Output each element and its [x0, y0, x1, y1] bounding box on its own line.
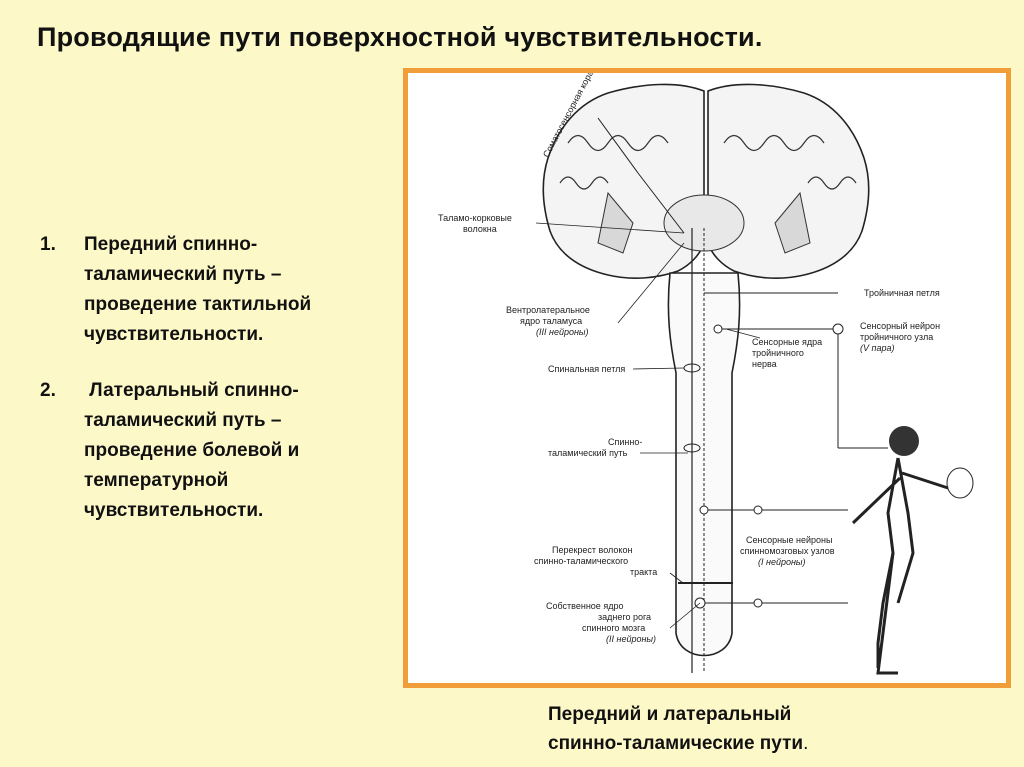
list-line: чувствительности.: [84, 500, 264, 521]
label-stt-2: таламический путь: [548, 448, 628, 458]
neuron: [683, 443, 701, 453]
label-sens-neur-3: (I нейроны): [758, 557, 806, 567]
label-sens-trig-1: Сенсорный нейрон: [860, 321, 940, 331]
label-spinal-loop: Спинальная петля: [548, 364, 625, 374]
label-stt-1: Спинно-: [608, 437, 642, 447]
list-line: Латеральный спинно-: [84, 380, 299, 401]
label-nuclei-3: нерва: [752, 359, 777, 369]
list-number: 1.: [40, 234, 56, 255]
pathway-figure: Соматосенсорная кора Таламо-корковые вол…: [403, 68, 1011, 688]
leader-line: [535, 222, 685, 234]
label-vl-1: Вентролатеральное: [506, 305, 590, 315]
leader-line: [725, 328, 761, 339]
caption-line-2: спинно-таламические пути.: [548, 729, 808, 758]
list-line: чувствительности.: [84, 324, 264, 345]
figure-caption: Передний и латеральный спинно-таламическ…: [548, 700, 808, 758]
caption-dot: .: [803, 733, 809, 754]
gyri-right: [723, 134, 825, 152]
label-cross-3: тракта: [630, 567, 657, 577]
label-vl-3: (III нейроны): [536, 327, 589, 337]
label-own-1: Собственное ядро: [546, 601, 623, 611]
leader-line: [669, 602, 701, 629]
figure-head: [889, 426, 919, 456]
label-own-3: спинного мозга: [582, 623, 645, 633]
label-sens-trig-2: тройничного узла: [860, 332, 933, 342]
gyri-left-2: [559, 176, 609, 190]
neuron: [832, 323, 844, 335]
neuron: [713, 324, 723, 334]
pathway-line: [637, 172, 685, 234]
list-line: температурной: [84, 470, 229, 491]
list-number: 2.: [40, 380, 56, 401]
leader-line: [669, 572, 684, 584]
figure-legs: [876, 552, 898, 675]
gyri-left: [567, 134, 669, 152]
list-text: Передний спинно- таламический путь – про…: [84, 230, 400, 350]
neuron: [753, 505, 763, 515]
basal-ganglia-right: [774, 191, 811, 254]
list-line: проведение болевой и: [84, 440, 300, 461]
label-thalamo-1: Таламо-корковые: [438, 213, 512, 223]
label-sens-neur-1: Сенсорные нейроны: [746, 535, 832, 545]
pathway-diagram: Соматосенсорная кора Таламо-корковые вол…: [438, 73, 974, 675]
label-cross-2: спинно-таламического: [534, 556, 628, 566]
basal-ganglia-left: [597, 191, 634, 254]
label-own-2: заднего рога: [598, 612, 651, 622]
list-line: таламический путь –: [84, 264, 282, 285]
list-line: проведение тактильной: [84, 294, 312, 315]
label-sens-trig-3: (V пара): [860, 343, 894, 353]
leader-line: [617, 242, 685, 324]
leader-line: [632, 367, 685, 370]
neuron: [699, 505, 709, 515]
list-item: 2. Латеральный спинно- таламический путь…: [40, 376, 400, 526]
pathway-list: 1. Передний спинно- таламический путь – …: [40, 230, 400, 552]
label-nuclei-1: Сенсорные ядра: [752, 337, 822, 347]
label-trigeminal-loop: Тройничная петля: [864, 288, 940, 298]
list-line: таламический путь –: [84, 410, 282, 431]
label-vl-2: ядро таламуса: [520, 316, 582, 326]
figure-body: [851, 457, 949, 668]
page-title: Проводящие пути поверхностной чувствител…: [37, 22, 763, 52]
pathway-line: [597, 117, 639, 174]
figure-ball: [946, 467, 974, 499]
gyri-right-2: [807, 176, 857, 190]
label-own-4: (II нейроны): [606, 634, 656, 644]
brain-left-hemisphere: [542, 83, 705, 279]
list-text: Латеральный спинно- таламический путь – …: [84, 376, 400, 526]
caption-line-1: Передний и латеральный: [548, 704, 792, 725]
label-cross-1: Перекрест волокон: [552, 545, 632, 555]
label-sens-neur-2: спинномозговых узлов: [740, 546, 835, 556]
label-thalamo-2: волокна: [463, 224, 497, 234]
caption-line-2-text: спинно-таламические пути: [548, 733, 804, 754]
neuron: [753, 598, 763, 608]
list-item: 1. Передний спинно- таламический путь – …: [40, 230, 400, 350]
list-line: Передний спинно-: [84, 234, 258, 255]
brain-right-hemisphere: [707, 83, 870, 279]
label-nuclei-2: тройничного: [752, 348, 804, 358]
